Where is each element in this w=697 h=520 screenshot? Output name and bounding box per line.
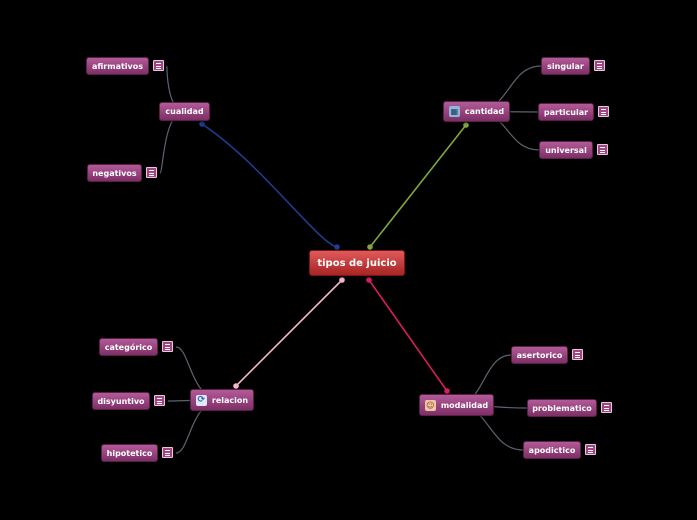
link-dot-cualidad-1 (199, 121, 205, 127)
link-dot-relacion-1 (233, 383, 239, 389)
note-icon[interactable] (146, 167, 157, 178)
cycle-icon: ⟳ (195, 394, 207, 406)
note-icon[interactable] (601, 402, 612, 413)
topic-cualidad-1[interactable]: negativos (87, 164, 142, 182)
link-dot-modalidad-0 (366, 277, 372, 283)
topic-cualidad-1-label: negativos (92, 168, 137, 178)
note-icon[interactable] (154, 395, 165, 406)
link-dot-cantidad-0 (367, 244, 373, 250)
topic-relacion-2[interactable]: hipotetico (101, 444, 158, 462)
topic-cualidad-0[interactable]: afirmativos (86, 57, 149, 75)
root-node-label: tipos de juicio (317, 257, 397, 269)
branch-relacion[interactable]: ⟳ relacion (190, 389, 254, 411)
topic-relacion-1[interactable]: disyuntivo (92, 392, 150, 410)
branch-cualidad-label: cualidad (165, 107, 204, 116)
topic-cualidad-0-label: afirmativos (91, 61, 144, 71)
topic-cantidad-0[interactable]: singular (541, 57, 590, 75)
link-dot-cantidad-1 (463, 122, 469, 128)
topic-cantidad-1[interactable]: particular (538, 103, 594, 121)
link-root-relacion (235, 279, 343, 387)
topic-relacion-0[interactable]: categórico (99, 338, 158, 356)
note-icon[interactable] (597, 144, 608, 155)
topic-cantidad-2-label: universal (545, 145, 587, 155)
branch-cantidad-label: cantidad (464, 107, 505, 116)
note-icon[interactable] (153, 60, 164, 71)
topic-modalidad-0[interactable]: asertorico (511, 346, 568, 364)
topic-cantidad-1-label: particular (543, 107, 589, 117)
topic-relacion-1-label: disyuntivo (97, 396, 145, 406)
branch-cualidad[interactable]: cualidad (159, 102, 210, 121)
link-dot-modalidad-1 (444, 388, 450, 394)
topic-modalidad-2[interactable]: apodictico (523, 441, 581, 459)
note-icon[interactable] (162, 447, 173, 458)
branch-modalidad-label: modalidad (440, 400, 489, 410)
note-icon[interactable] (594, 60, 605, 71)
note-icon[interactable] (162, 341, 173, 352)
branch-cantidad[interactable]: ▦ cantidad (443, 101, 510, 122)
link-dot-relacion-0 (339, 277, 345, 283)
link-root-cualidad (201, 123, 338, 248)
topic-modalidad-1[interactable]: problematico (527, 399, 597, 417)
topic-relacion-2-label: hipotetico (106, 448, 153, 458)
link-root-modalidad (368, 279, 448, 392)
topic-cantidad-0-label: singular (547, 61, 584, 71)
link-root-cantidad (369, 124, 467, 248)
link-dot-cualidad-0 (334, 244, 340, 250)
topic-modalidad-0-label: asertorico (516, 350, 563, 360)
topic-relacion-0-label: categórico (104, 342, 153, 352)
topic-modalidad-1-label: problematico (532, 403, 592, 413)
note-icon[interactable] (585, 444, 596, 455)
person-icon: ☺ (424, 399, 436, 411)
note-icon[interactable] (572, 349, 583, 360)
note-icon[interactable] (598, 106, 609, 117)
topic-cantidad-2[interactable]: universal (539, 141, 593, 159)
topic-modalidad-2-label: apodictico (528, 445, 576, 455)
branch-modalidad[interactable]: ☺ modalidad (419, 394, 494, 416)
abacus-icon: ▦ (448, 106, 460, 117)
root-node[interactable]: tipos de juicio (309, 250, 405, 276)
branch-relacion-label: relacion (211, 395, 249, 405)
